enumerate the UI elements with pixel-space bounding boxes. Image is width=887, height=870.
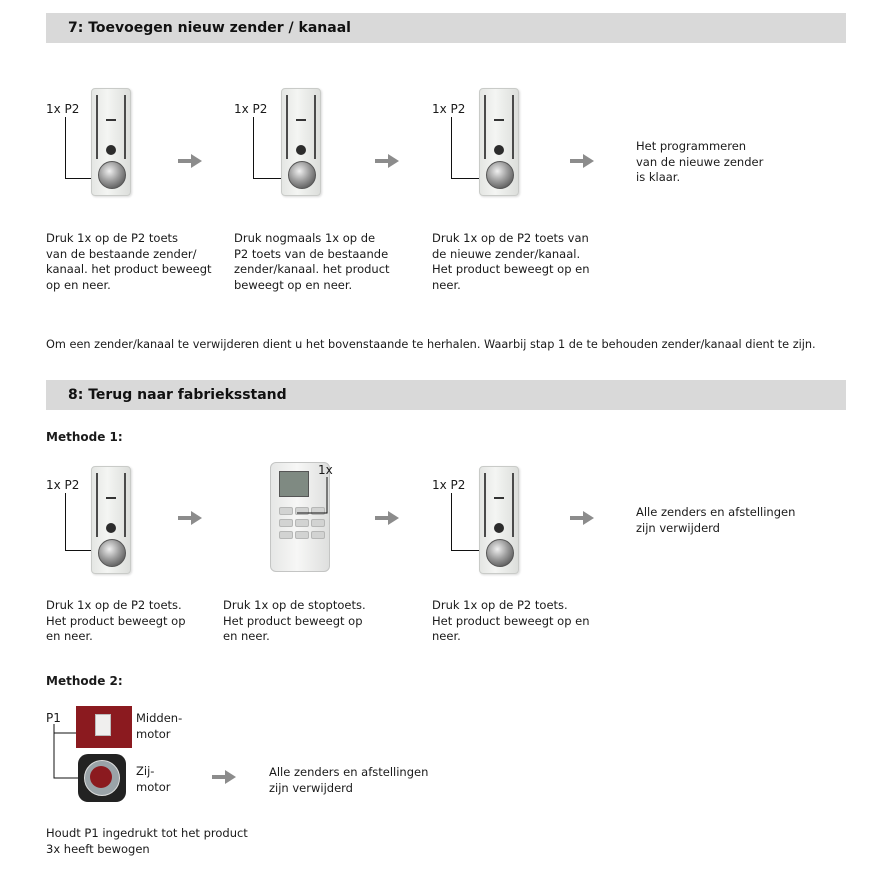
step-label: 1x P2 xyxy=(46,102,79,116)
step-label: 1x P2 xyxy=(46,478,79,492)
step-description: Druk 1x op de P2 toets van de bestaande … xyxy=(46,231,212,293)
wall-remote-icon xyxy=(91,466,131,574)
wall-remote-icon xyxy=(479,466,519,574)
method-2-heading: Methode 2: xyxy=(46,674,123,688)
section-7-header: 7: Toevoegen nieuw zender / kanaal xyxy=(46,13,846,43)
p1-label: P1 xyxy=(46,711,61,725)
result-text: Alle zenders en afstellingen zijn verwij… xyxy=(636,505,795,536)
step-description: Druk 1x op de stoptoets. Het product bew… xyxy=(223,598,366,645)
arrow-right-icon xyxy=(570,511,594,525)
arrow-right-icon xyxy=(178,511,202,525)
result-text: Het programmeren van de nieuwe zender is… xyxy=(636,139,763,186)
step-label: 1x P2 xyxy=(432,478,465,492)
note-text: Om een zender/kanaal te verwijderen dien… xyxy=(46,337,816,353)
arrow-right-icon xyxy=(375,511,399,525)
wall-remote-icon xyxy=(479,88,519,196)
step-label: 1x P2 xyxy=(234,102,267,116)
arrow-right-icon xyxy=(375,154,399,168)
arrow-right-icon xyxy=(570,154,594,168)
section-8-header: 8: Terug naar fabrieksstand xyxy=(46,380,846,410)
zij-motor-label: Zij- motor xyxy=(136,764,171,795)
result-text: Alle zenders en afstellingen zijn verwij… xyxy=(269,765,428,796)
step-label: 1x P2 xyxy=(432,102,465,116)
midden-motor-label: Midden- motor xyxy=(136,711,182,742)
step-description: Druk nogmaals 1x op de P2 toets van de b… xyxy=(234,231,390,293)
wall-remote-icon xyxy=(281,88,321,196)
method-2-instruction: Houdt P1 ingedrukt tot het product 3x he… xyxy=(46,826,248,857)
step-label: 1x xyxy=(318,463,333,477)
wall-remote-icon xyxy=(91,88,131,196)
midden-motor-icon xyxy=(76,706,132,748)
connector-line xyxy=(295,476,335,518)
method-1-heading: Methode 1: xyxy=(46,430,123,444)
zij-motor-icon xyxy=(78,754,126,802)
step-description: Druk 1x op de P2 toets. Het product bewe… xyxy=(46,598,186,645)
step-description: Druk 1x op de P2 toets van de nieuwe zen… xyxy=(432,231,590,293)
arrow-right-icon xyxy=(212,770,236,784)
arrow-right-icon xyxy=(178,154,202,168)
step-description: Druk 1x op de P2 toets. Het product bewe… xyxy=(432,598,590,645)
